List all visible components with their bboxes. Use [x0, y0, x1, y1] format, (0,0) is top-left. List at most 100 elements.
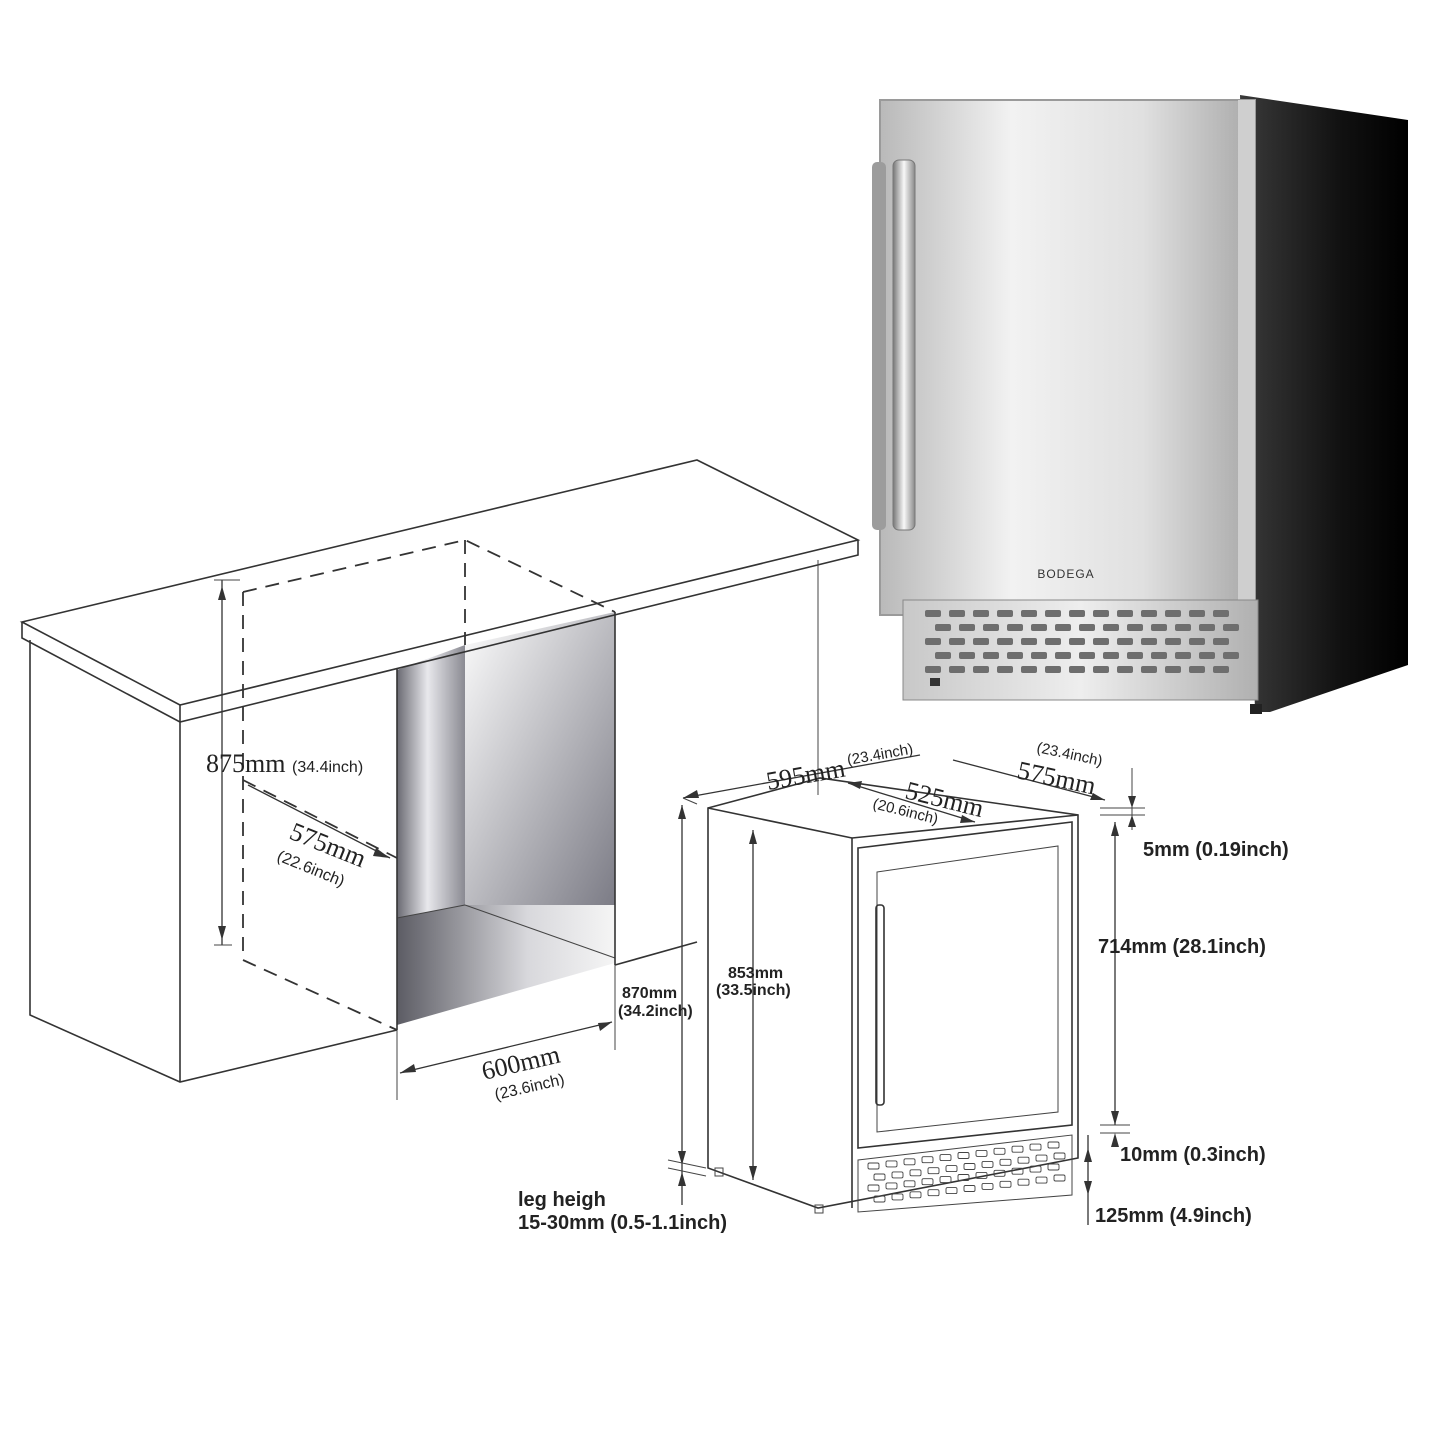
- vent-slot: [1007, 652, 1023, 659]
- vent-slot: [1047, 1163, 1060, 1171]
- vent-slot: [999, 1158, 1012, 1166]
- vent-slot: [1117, 610, 1133, 617]
- vent-slot: [873, 1195, 886, 1203]
- vent-slot: [891, 1193, 904, 1201]
- cabinet-left-side: [29, 640, 398, 1083]
- vent-slot: [1069, 610, 1085, 617]
- vent-slot: [1011, 1145, 1024, 1153]
- vent-slot: [1045, 666, 1061, 673]
- vent-slot: [1165, 666, 1181, 673]
- unit-body-height-inch: (33.5inch): [716, 982, 791, 999]
- vent-slot: [1213, 610, 1229, 617]
- vent-slot: [993, 1169, 1006, 1177]
- vent-slot: [921, 1178, 934, 1186]
- vent-slot: [999, 1180, 1012, 1188]
- vent-slot: [1175, 624, 1191, 631]
- vent-slot: [981, 1160, 994, 1168]
- vent-slot: [997, 638, 1013, 645]
- door-edge: [1238, 100, 1255, 615]
- vent-slot: [1035, 1176, 1048, 1184]
- vent-slot: [1069, 666, 1085, 673]
- top-gap-label: 5mm (0.19inch): [1143, 839, 1289, 861]
- vent-slot: [963, 1163, 976, 1170]
- cavity-left-wall: [397, 645, 465, 918]
- vent-slot: [1035, 1154, 1048, 1162]
- kick-height-label: 125mm (4.9inch): [1095, 1205, 1252, 1227]
- unit-depth-body-dimension: [847, 782, 976, 823]
- vent-slot: [945, 1165, 958, 1173]
- unit-depth-total-dimension: [952, 759, 1106, 801]
- vent-slot: [1141, 638, 1157, 645]
- leg-height-label: leg heigh: [518, 1189, 606, 1211]
- door-handle: [892, 159, 916, 531]
- vent-slot: [927, 1189, 940, 1197]
- cavity-floor: [397, 905, 615, 1025]
- foot-left: [930, 678, 940, 686]
- unit-body-height-mm: 853mm: [728, 965, 783, 982]
- vent-slot: [981, 1182, 994, 1190]
- vent-slot: [963, 1185, 976, 1192]
- unit-handle: [875, 904, 885, 1106]
- vent-slot: [975, 1171, 988, 1179]
- vent-slot: [993, 1147, 1006, 1155]
- vent-slot: [885, 1182, 898, 1190]
- vent-slot: [1047, 1141, 1060, 1149]
- vent-slot: [1189, 610, 1205, 617]
- vent-slot: [957, 1152, 970, 1159]
- vent-slot: [1093, 666, 1109, 673]
- vent-slot: [925, 610, 941, 617]
- unit-width-dimension: [682, 754, 921, 799]
- foot-right: [1250, 704, 1262, 714]
- vent-slot: [1007, 624, 1023, 631]
- cutout-depth-dimension: [247, 784, 391, 859]
- vent-slot: [925, 638, 941, 645]
- vent-slot: [867, 1184, 880, 1192]
- vent-slot: [921, 1156, 934, 1164]
- cavity-back-wall: [465, 612, 615, 905]
- vent-slot: [945, 1187, 958, 1195]
- vent-slot: [1055, 652, 1071, 659]
- vent-slot: [1223, 652, 1239, 659]
- cabinet-diagram: [19, 459, 861, 1100]
- vent-slot: [949, 666, 965, 673]
- vent-slot: [927, 1167, 940, 1175]
- vent-slot: [1021, 638, 1037, 645]
- vent-slot: [1127, 624, 1143, 631]
- vent-slot: [1029, 1165, 1042, 1173]
- vent-slot: [1069, 638, 1085, 645]
- vent-slot: [1093, 638, 1109, 645]
- unit-width-inch: (23.4inch): [846, 741, 915, 769]
- vent-slot: [959, 624, 975, 631]
- vent-slot: [1029, 1143, 1042, 1151]
- vent-slot: [1045, 610, 1061, 617]
- cabinet-side-panel: [1240, 95, 1408, 712]
- unit-dimension-drawing: [667, 754, 1145, 1225]
- vent-slot: [997, 666, 1013, 673]
- vent-slot: [1053, 1152, 1066, 1160]
- door-height-label: 714mm (28.1inch): [1098, 936, 1266, 958]
- vent-slot: [949, 638, 965, 645]
- vent-slot: [925, 666, 941, 673]
- vent-slot: [1031, 624, 1047, 631]
- vent-slot: [1151, 652, 1167, 659]
- vent-slot: [1017, 1178, 1030, 1186]
- vent-slot: [1055, 624, 1071, 631]
- vent-slot: [957, 1174, 970, 1181]
- vent-slot: [973, 638, 989, 645]
- vent-slot: [909, 1191, 922, 1199]
- vent-slot: [935, 624, 951, 631]
- vent-slot: [1045, 638, 1061, 645]
- unit-door: [857, 821, 1073, 1149]
- vent-slot: [1141, 666, 1157, 673]
- vent-slot: [1141, 610, 1157, 617]
- vent-slot: [1103, 652, 1119, 659]
- vent-slot: [1021, 610, 1037, 617]
- unit-kick-plate: [857, 1134, 1073, 1213]
- vent-slot: [1165, 638, 1181, 645]
- vent-slot: [983, 624, 999, 631]
- vent-slot: [949, 610, 965, 617]
- vent-slot: [1031, 652, 1047, 659]
- vent-slot: [909, 1169, 922, 1177]
- cutout-height-mm: 875mm: [206, 749, 285, 778]
